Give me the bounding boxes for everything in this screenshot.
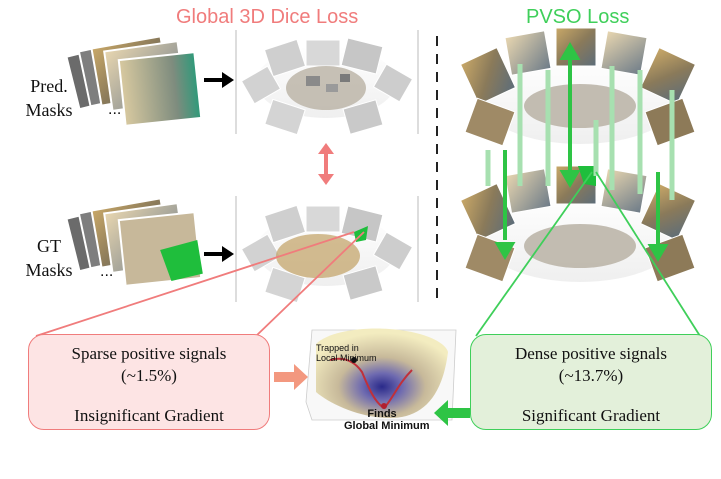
black-arrow-icon — [204, 72, 234, 88]
orange-arrow-icon — [274, 364, 308, 390]
finds-line-1: Finds — [367, 408, 397, 420]
right-callout-line-1 — [475, 171, 593, 337]
trapped-line-2: Local Minimum — [316, 353, 377, 363]
trapped-line-1: Trapped in — [316, 343, 359, 353]
gt-mask-stack: ... — [65, 197, 203, 287]
right-box-line3: Significant Gradient — [521, 406, 661, 425]
green-arrow-icon — [434, 400, 470, 426]
gt-ellipsis: ... — [100, 263, 113, 280]
pred-3d-scene — [235, 30, 419, 136]
pred-ellipsis: ... — [108, 101, 121, 118]
right-title: PVSO Loss — [526, 6, 630, 28]
pred-mask-stack: ... — [65, 35, 203, 127]
right-box-line1: Dense positive signals — [514, 344, 668, 363]
pred-label-line1: Pred. — [30, 76, 68, 96]
correspondence-arrows — [485, 64, 675, 200]
dense-signals-box: Dense positive signals (~13.7%) Signific… — [470, 334, 712, 430]
left-box-line3: Insignificant Gradient — [74, 406, 224, 425]
pred-label-line2: Masks — [25, 100, 73, 120]
left-title: Global 3D Dice Loss — [176, 6, 359, 28]
pred-masks-label: Pred. Masks — [14, 74, 84, 122]
gt-label-line2: Masks — [25, 260, 73, 280]
trapped-label: Trapped in Local Minimum — [316, 343, 377, 363]
left-callout-line-2 — [255, 231, 365, 337]
gt-3d-scene — [235, 196, 419, 304]
left-callout-line-1 — [35, 231, 355, 337]
gt-label-line1: GT — [37, 236, 61, 256]
finds-line-2: Global Minimum — [344, 420, 430, 432]
sparse-signals-box: Sparse positive signals (~1.5%) Insignif… — [28, 334, 270, 430]
right-callout-line-2 — [595, 171, 701, 337]
right-box-line2: (~13.7%) — [558, 366, 624, 385]
gt-masks-label: GT Masks — [14, 234, 84, 282]
finds-label: Finds Global Minimum — [344, 408, 430, 432]
correspondence-arrows-strong — [494, 42, 669, 262]
black-arrow-icon-gt — [204, 246, 234, 262]
left-box-line1: Sparse positive signals — [71, 344, 227, 363]
double-arrow-icon — [318, 143, 334, 185]
loss-landscape-plot — [305, 328, 457, 421]
left-box-line2: (~1.5%) — [121, 366, 177, 385]
pvso-lower-scene — [459, 165, 697, 283]
pvso-upper-scene — [459, 27, 697, 147]
